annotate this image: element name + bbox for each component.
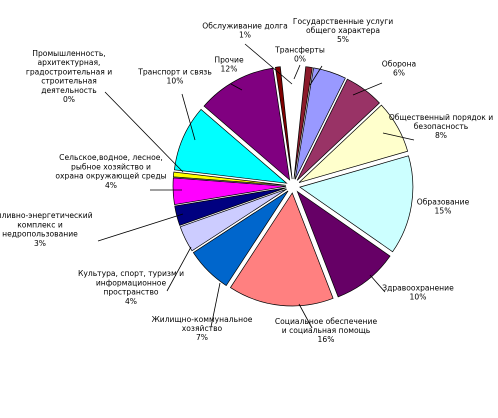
slice-label-line-13-0: Прочие	[214, 55, 244, 64]
leader-line-12	[181, 93, 196, 141]
leader-line-8	[166, 246, 192, 292]
pie-slice-12	[174, 108, 288, 184]
slice-label-line-2-0: Оборона	[382, 59, 416, 68]
slice-label-line-1-0: Государственные услуги	[293, 17, 393, 26]
pie-slice-13	[203, 67, 291, 181]
slice-label-line-5-0: Здравоохранение	[382, 283, 454, 292]
pie-slices	[172, 66, 414, 307]
pie-slice-7	[192, 190, 289, 287]
slice-label-line-14-0: Трансферты	[274, 45, 325, 54]
pie-slice-8	[179, 188, 287, 252]
leader-line-6	[298, 303, 313, 329]
leader-line-9	[97, 213, 184, 242]
slice-value-label-9: 3%	[34, 239, 46, 248]
leader-line-7	[210, 282, 221, 328]
pie-slice-6	[229, 192, 334, 307]
slice-label-line-3-0: Общественный порядок и	[389, 113, 493, 122]
leader-lines	[97, 43, 415, 329]
pie-slice-3	[298, 104, 409, 183]
slice-label-line-8-2: пространство	[103, 288, 159, 297]
slice-value-label-13: 12%	[221, 65, 238, 74]
leader-line-11	[104, 91, 184, 173]
pie-slice-11	[172, 171, 287, 186]
slice-label-line-11-3: строительная	[41, 77, 97, 86]
slice-label-line-9-0: Топливно-энергетический	[0, 211, 93, 220]
slice-value-label-2: 6%	[393, 69, 405, 78]
slice-value-label-14: 0%	[294, 55, 306, 64]
slice-label-line-10-1: рыбное хозяйство и	[71, 162, 151, 171]
slice-value-label-12: 10%	[167, 77, 184, 86]
slice-label-11: Промышленность,архитектурная,градостроит…	[26, 49, 112, 104]
slice-label-line-7-1: хозяйство	[182, 324, 223, 333]
pie-slice-5	[296, 190, 391, 298]
slice-value-label-0: 1%	[239, 31, 251, 40]
slice-label-line-11-1: архитектурная,	[38, 58, 101, 67]
pie-slice-10	[172, 177, 287, 205]
slice-value-label-3: 8%	[435, 131, 447, 140]
slice-value-label-7: 7%	[196, 333, 208, 342]
slice-value-label-8: 4%	[125, 297, 137, 306]
slice-value-label-10: 4%	[105, 181, 117, 190]
slice-value-label-4: 15%	[435, 207, 452, 216]
leader-line-5	[369, 274, 386, 293]
slice-label-line-3-1: безопасность	[414, 122, 469, 131]
slice-label-line-11-2: градостроительная и	[26, 67, 112, 76]
slice-label-line-6-0: Социальное обеспечение	[275, 317, 378, 326]
slice-label-line-9-1: комплекс и	[17, 220, 63, 229]
slice-label-line-0-0: Обслуживание долга	[202, 21, 287, 30]
slice-label-line-10-2: охрана окружающей среды	[55, 172, 166, 181]
pie-slice-14	[275, 66, 293, 180]
leader-line-3	[382, 132, 415, 141]
leader-line-13	[230, 83, 243, 91]
slice-value-label-6: 16%	[318, 335, 335, 344]
slice-label-line-10-0: Сельское,водное, лесное,	[59, 153, 163, 162]
slice-label-line-1-1: общего характера	[306, 26, 380, 35]
slice-label-line-4-0: Образование	[417, 197, 470, 206]
pie-slice-0	[293, 66, 313, 180]
slice-label-line-11-0: Промышленность,	[32, 49, 105, 58]
slice-label-line-11-4: деятельность	[41, 86, 97, 95]
slice-label-10: Сельское,водное, лесное,рыбное хозяйство…	[55, 153, 166, 190]
leader-line-2	[352, 82, 383, 96]
slice-label-line-8-1: информационное	[96, 278, 167, 287]
slice-label-line-8-0: Культура, спорт, туризм и	[78, 269, 184, 278]
pie-slice-2	[296, 78, 380, 181]
slice-value-label-5: 10%	[410, 293, 427, 302]
pie-slice-1	[294, 67, 346, 180]
slice-value-label-1: 5%	[337, 35, 349, 44]
slice-label-line-7-0: Жилищно-коммунальное	[152, 315, 253, 324]
slice-value-label-11: 0%	[63, 95, 75, 104]
slice-label-line-9-2: недропользование	[2, 230, 78, 239]
leader-line-1	[309, 65, 323, 86]
leader-line-0	[244, 43, 293, 85]
leader-line-14	[293, 64, 301, 80]
slice-label-line-12-0: Транспорт и связь	[137, 67, 212, 76]
slice-label-line-6-1: и социальная помощь	[282, 326, 371, 335]
pie-slice-4	[299, 155, 414, 253]
